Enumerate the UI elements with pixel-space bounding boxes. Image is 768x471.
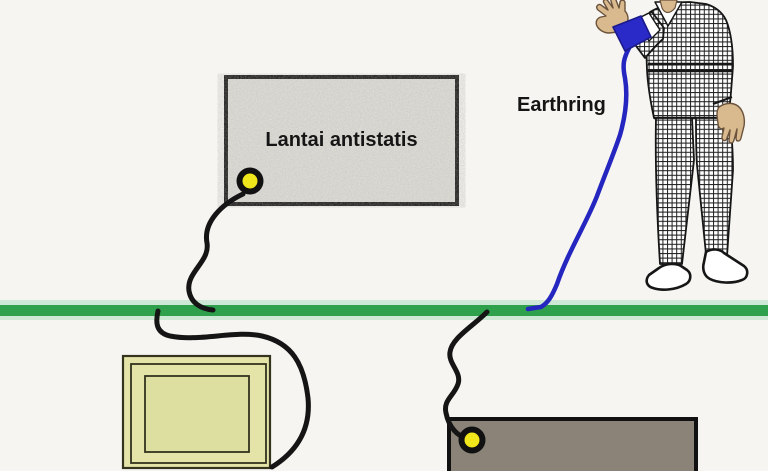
connector-core-icon — [464, 432, 480, 448]
neck — [659, 0, 678, 14]
monitor-frame — [130, 363, 267, 464]
floor-mat-label: Lantai antistatis — [265, 129, 418, 151]
right-sleeve-cuff-line — [712, 96, 733, 105]
left-shoe — [645, 262, 692, 291]
earthring-wire — [525, 45, 632, 312]
right-shoe — [701, 248, 749, 284]
ground-line — [0, 305, 768, 316]
earthring-wrist-strap — [612, 15, 652, 52]
connector-core-icon — [242, 173, 258, 189]
suit-belt — [648, 62, 732, 73]
suit-jacket — [645, 1, 734, 119]
device-ground-wire — [443, 309, 490, 441]
earthring-label: Earthring — [517, 94, 606, 116]
technician-figure — [595, 0, 749, 291]
grounding-connector-floor — [236, 167, 264, 195]
floor-ground-wire — [186, 191, 246, 313]
grounded-device — [447, 417, 698, 471]
crt-monitor — [121, 354, 272, 470]
monitor-screen — [144, 375, 250, 453]
grounding-connector-device — [458, 426, 486, 454]
antistatic-floor-mat — [224, 75, 459, 206]
floor-mat-texture — [229, 80, 454, 201]
monitor-ground-wire — [154, 308, 311, 470]
right-hand — [716, 102, 746, 144]
